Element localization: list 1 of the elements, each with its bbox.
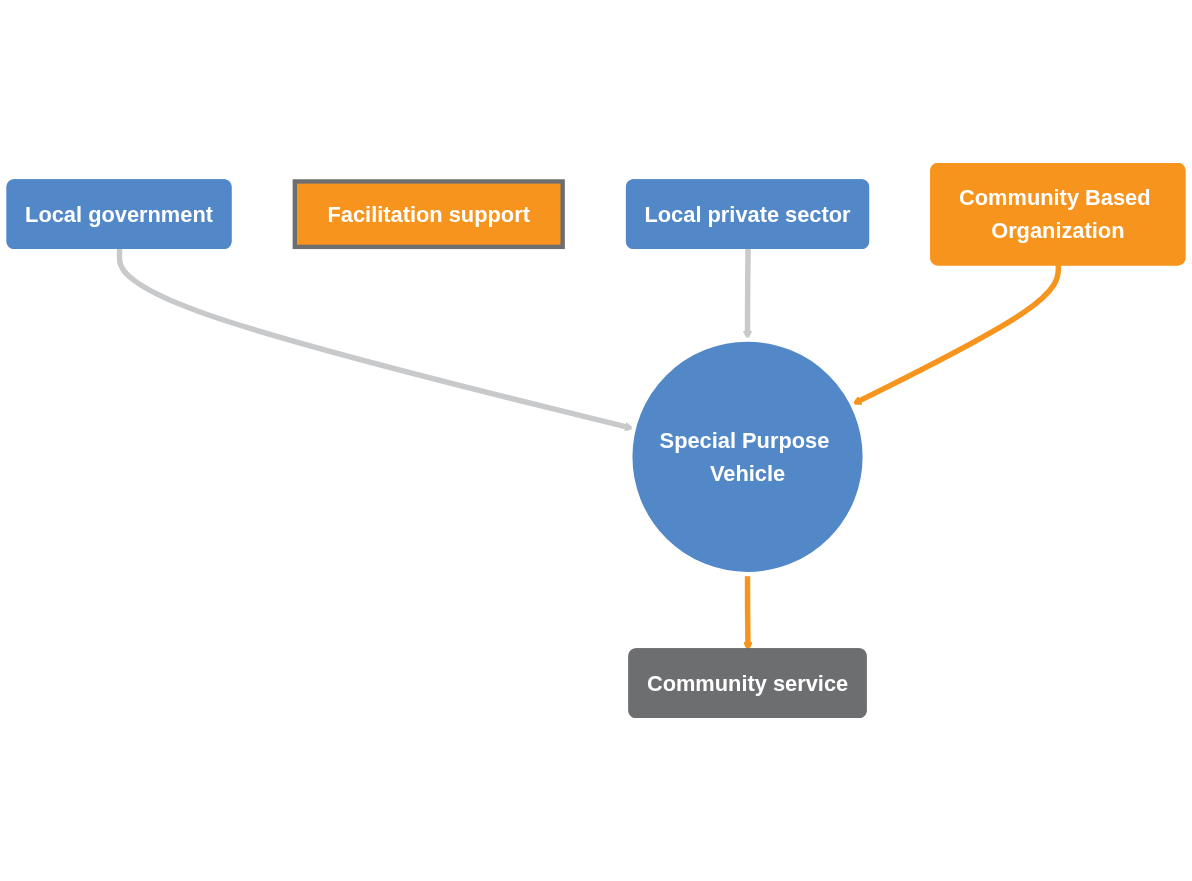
node-box: Facilitation support <box>292 179 565 250</box>
